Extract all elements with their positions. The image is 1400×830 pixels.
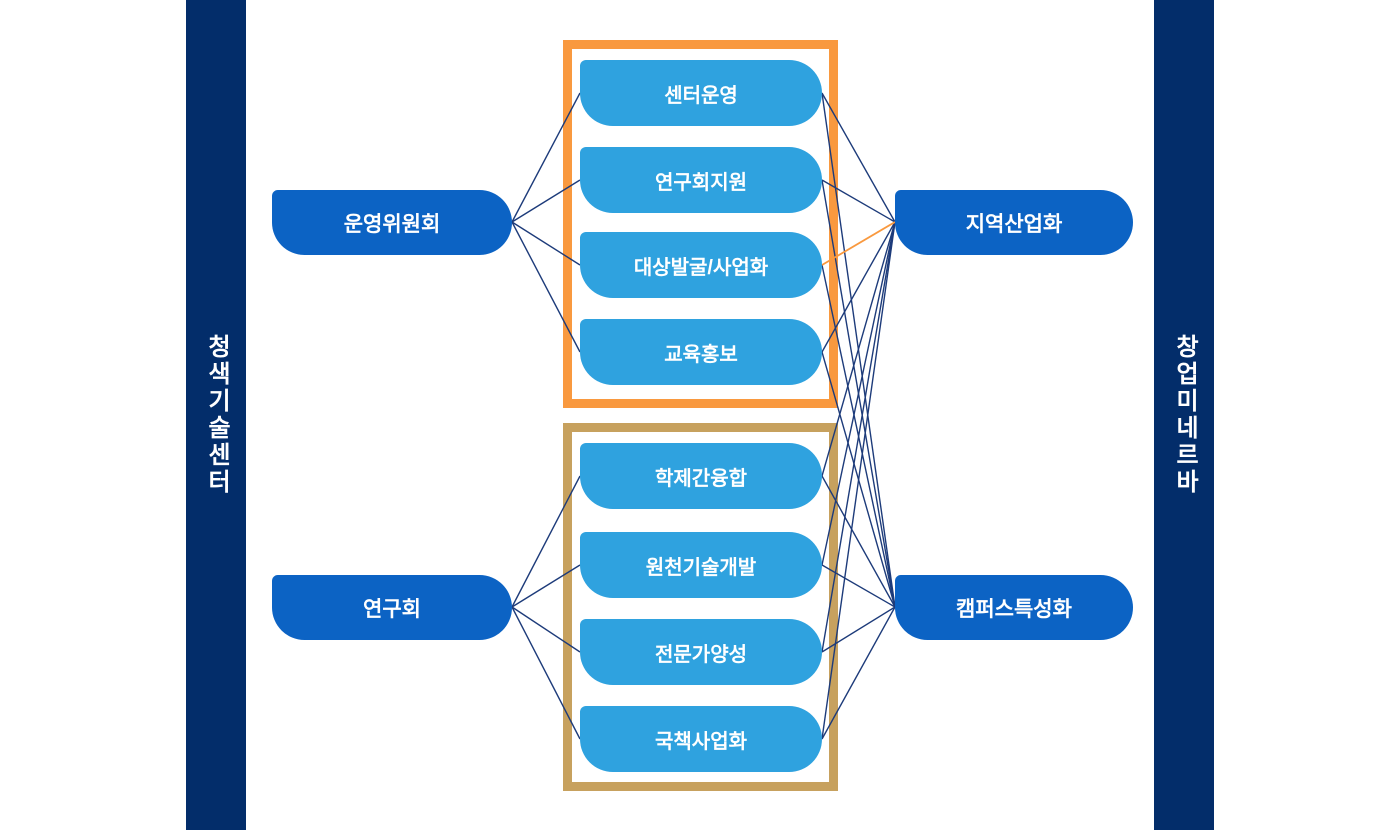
right-title-bar: 창업미네르바 bbox=[1154, 0, 1214, 830]
node-expert-training: 전문가양성 bbox=[580, 619, 822, 685]
left-title-text: 청색기술센터 bbox=[203, 334, 230, 496]
node-target-discovery-commercialization: 대상발굴/사업화 bbox=[580, 232, 822, 298]
node-campus-specialization: 캠퍼스특성화 bbox=[895, 575, 1133, 640]
node-center-operation: 센터운영 bbox=[580, 60, 822, 126]
node-research-society: 연구회 bbox=[272, 575, 512, 640]
left-title-bar: 청색기술센터 bbox=[186, 0, 246, 830]
node-regional-industrialization: 지역산업화 bbox=[895, 190, 1133, 255]
node-operating-committee: 운영위원회 bbox=[272, 190, 512, 255]
node-national-project-commercialization: 국책사업화 bbox=[580, 706, 822, 772]
node-education-promotion: 교육홍보 bbox=[580, 319, 822, 385]
node-research-support: 연구회지원 bbox=[580, 147, 822, 213]
right-title-text: 창업미네르바 bbox=[1171, 334, 1198, 496]
node-core-technology-development: 원천기술개발 bbox=[580, 532, 822, 598]
node-interdisciplinary-convergence: 학제간융합 bbox=[580, 443, 822, 509]
